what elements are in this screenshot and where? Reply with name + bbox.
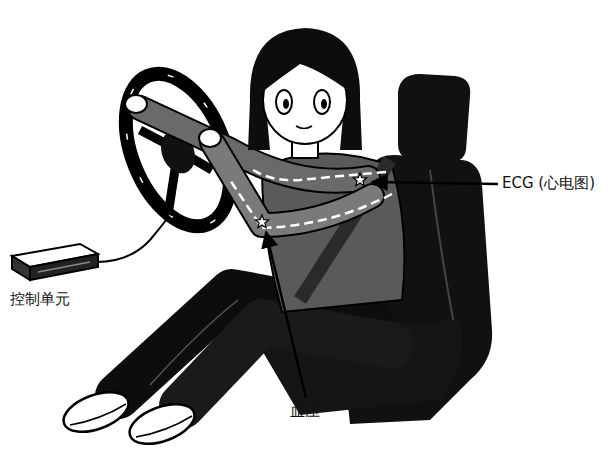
shoe-sole — [136, 416, 192, 437]
wire — [96, 212, 172, 262]
leader-line — [266, 232, 306, 398]
hand — [199, 129, 221, 147]
eye — [314, 90, 330, 114]
headrest — [398, 74, 470, 162]
pupil — [283, 99, 289, 109]
pupil — [321, 99, 327, 109]
sensor-cable — [230, 180, 392, 228]
seat-seam — [430, 170, 455, 330]
control-unit-side — [12, 256, 30, 280]
eye — [276, 90, 292, 114]
callout-label: 血压 — [290, 402, 320, 420]
control-unit-front — [30, 254, 98, 280]
callout-label: ECG (心电图) — [502, 174, 595, 192]
ecg-sensor — [353, 173, 366, 186]
part-label: 控制单元 — [10, 290, 70, 308]
hair — [248, 28, 362, 150]
hand — [125, 95, 147, 113]
mouth — [296, 126, 312, 129]
shoe — [58, 384, 134, 439]
bangs — [262, 48, 350, 92]
blood-pressure-sensor — [255, 215, 268, 228]
leader-line — [372, 182, 498, 184]
leg-fold — [150, 300, 238, 385]
control-unit-slot — [38, 262, 90, 272]
leg — [182, 322, 390, 406]
shoe-sole — [70, 404, 126, 425]
shoe — [124, 396, 200, 451]
